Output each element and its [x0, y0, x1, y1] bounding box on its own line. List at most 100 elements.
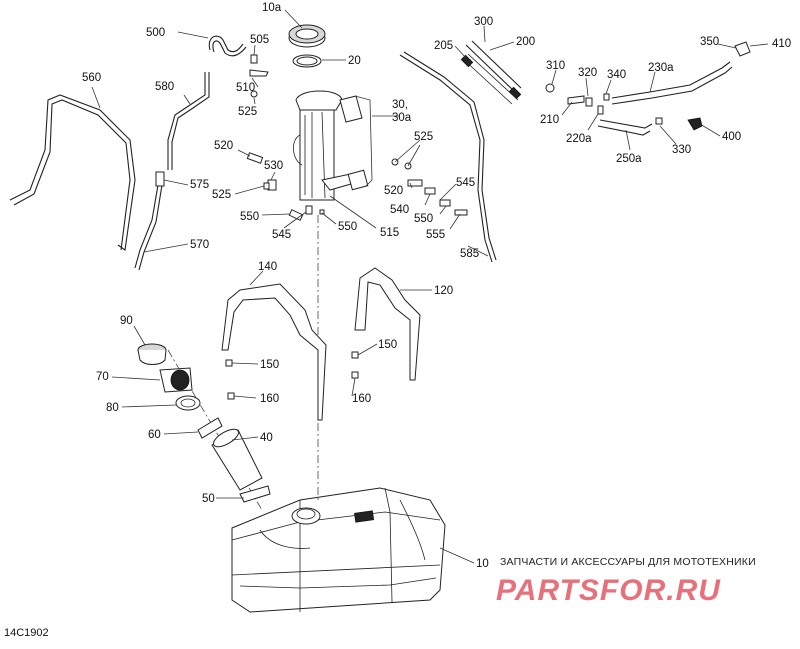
label-320: 320: [578, 67, 597, 79]
watermark-tagline: ЗАПЧАСТИ И АКСЕССУАРЫ ДЛЯ МОТОТЕХНИКИ: [500, 556, 756, 568]
label-550-b: 550: [338, 221, 357, 233]
hose-200: [465, 44, 516, 93]
label-505: 505: [250, 34, 269, 46]
label-310: 310: [546, 60, 565, 72]
part-labels: 10a 20 30, 30a 500 505 510 525 560 580 5…: [82, 2, 791, 570]
label-560: 560: [82, 72, 101, 84]
label-410: 410: [772, 38, 791, 50]
clip-550b: [319, 209, 325, 215]
label-20: 20: [348, 55, 361, 67]
clamp-525b: [263, 182, 270, 190]
label-540: 540: [390, 204, 409, 216]
hose-585: [399, 54, 493, 263]
label-550-a: 550: [240, 211, 259, 223]
fitting-320: [585, 97, 593, 107]
label-330: 330: [672, 144, 691, 156]
diagram-code: 14C1902: [4, 627, 49, 639]
bolt-150b: [351, 351, 359, 359]
hose-570: [134, 184, 159, 269]
fitting-210: [567, 95, 585, 105]
fitting-555: [454, 209, 468, 216]
label-250a: 250a: [616, 153, 642, 165]
fitting-510: [249, 69, 269, 77]
fitting-505: [250, 54, 258, 64]
label-400: 400: [722, 131, 741, 143]
label-220a: 220a: [566, 133, 592, 145]
label-575: 575: [190, 179, 209, 191]
label-525-c: 525: [414, 131, 433, 143]
label-230a: 230a: [648, 62, 674, 74]
filler-neck: [159, 367, 193, 393]
label-515: 515: [380, 227, 399, 239]
connector-575: [155, 171, 165, 187]
label-205: 205: [434, 40, 453, 52]
label-50: 50: [202, 493, 215, 505]
label-150-b: 150: [378, 339, 397, 351]
label-555: 555: [426, 229, 445, 241]
label-120: 120: [434, 285, 453, 297]
label-510: 510: [236, 82, 255, 94]
clip-330: [655, 117, 663, 125]
label-580: 580: [155, 81, 174, 93]
label-340: 340: [607, 69, 626, 81]
seal-ring: [292, 54, 322, 68]
hose-250a: [599, 119, 653, 129]
clamp-550a: [288, 209, 304, 221]
label-10a: 10a: [262, 2, 282, 14]
label-545-a: 545: [272, 229, 291, 241]
label-40: 40: [260, 432, 273, 444]
clamp-60: [197, 417, 223, 439]
label-210: 210: [540, 114, 559, 126]
label-90: 90: [120, 315, 133, 327]
label-160-a: 160: [260, 393, 279, 405]
strap-140: [221, 283, 327, 421]
clamp-550c: [439, 199, 451, 207]
filler-seal: [175, 395, 201, 411]
fuel-pump-module: [293, 90, 369, 201]
label-140: 140: [258, 261, 277, 273]
clamp-50: [239, 485, 271, 503]
filler-cap: [137, 343, 167, 365]
fitting-310: [545, 83, 555, 93]
label-160-b: 160: [352, 393, 371, 405]
label-500: 500: [146, 27, 165, 39]
watermark-logo: PARTSFOR.RU: [496, 574, 721, 607]
clip-545a: [305, 205, 313, 215]
label-80: 80: [106, 402, 119, 414]
label-525-a: 525: [238, 106, 257, 118]
label-150-a: 150: [260, 359, 279, 371]
nut-160b: [351, 371, 359, 379]
nut-160a: [227, 392, 235, 400]
fuel-tank: [231, 487, 446, 613]
fitting-220a: [597, 105, 604, 115]
hose-580: [167, 72, 206, 170]
leader-lines: [91, 9, 769, 564]
bolt-150a: [225, 359, 233, 367]
tube-520a: [246, 152, 264, 164]
connector-540: [424, 187, 436, 195]
clip-340: [603, 93, 610, 101]
fitting-350: [734, 41, 751, 57]
hose-230a: [611, 61, 731, 99]
label-530: 530: [264, 160, 283, 172]
strap-120: [354, 267, 421, 381]
label-520-a: 520: [214, 140, 233, 152]
label-525-b: 525: [212, 189, 231, 201]
label-300: 300: [474, 16, 493, 28]
label-520-b: 520: [384, 185, 403, 197]
label-550-c: 550: [414, 213, 433, 225]
label-10: 10: [476, 558, 489, 570]
hose-560: [9, 94, 136, 251]
fitting-400: [687, 117, 703, 131]
clamp-525a: [250, 90, 258, 98]
label-350: 350: [700, 36, 719, 48]
tube-520b: [407, 179, 423, 187]
label-200: 200: [516, 36, 535, 48]
hose-500: [208, 35, 244, 53]
label-585: 585: [460, 248, 479, 260]
label-570: 570: [190, 239, 209, 251]
lock-ring: [288, 24, 326, 48]
label-30: 30,: [392, 99, 408, 111]
label-545-b: 545: [456, 177, 475, 189]
